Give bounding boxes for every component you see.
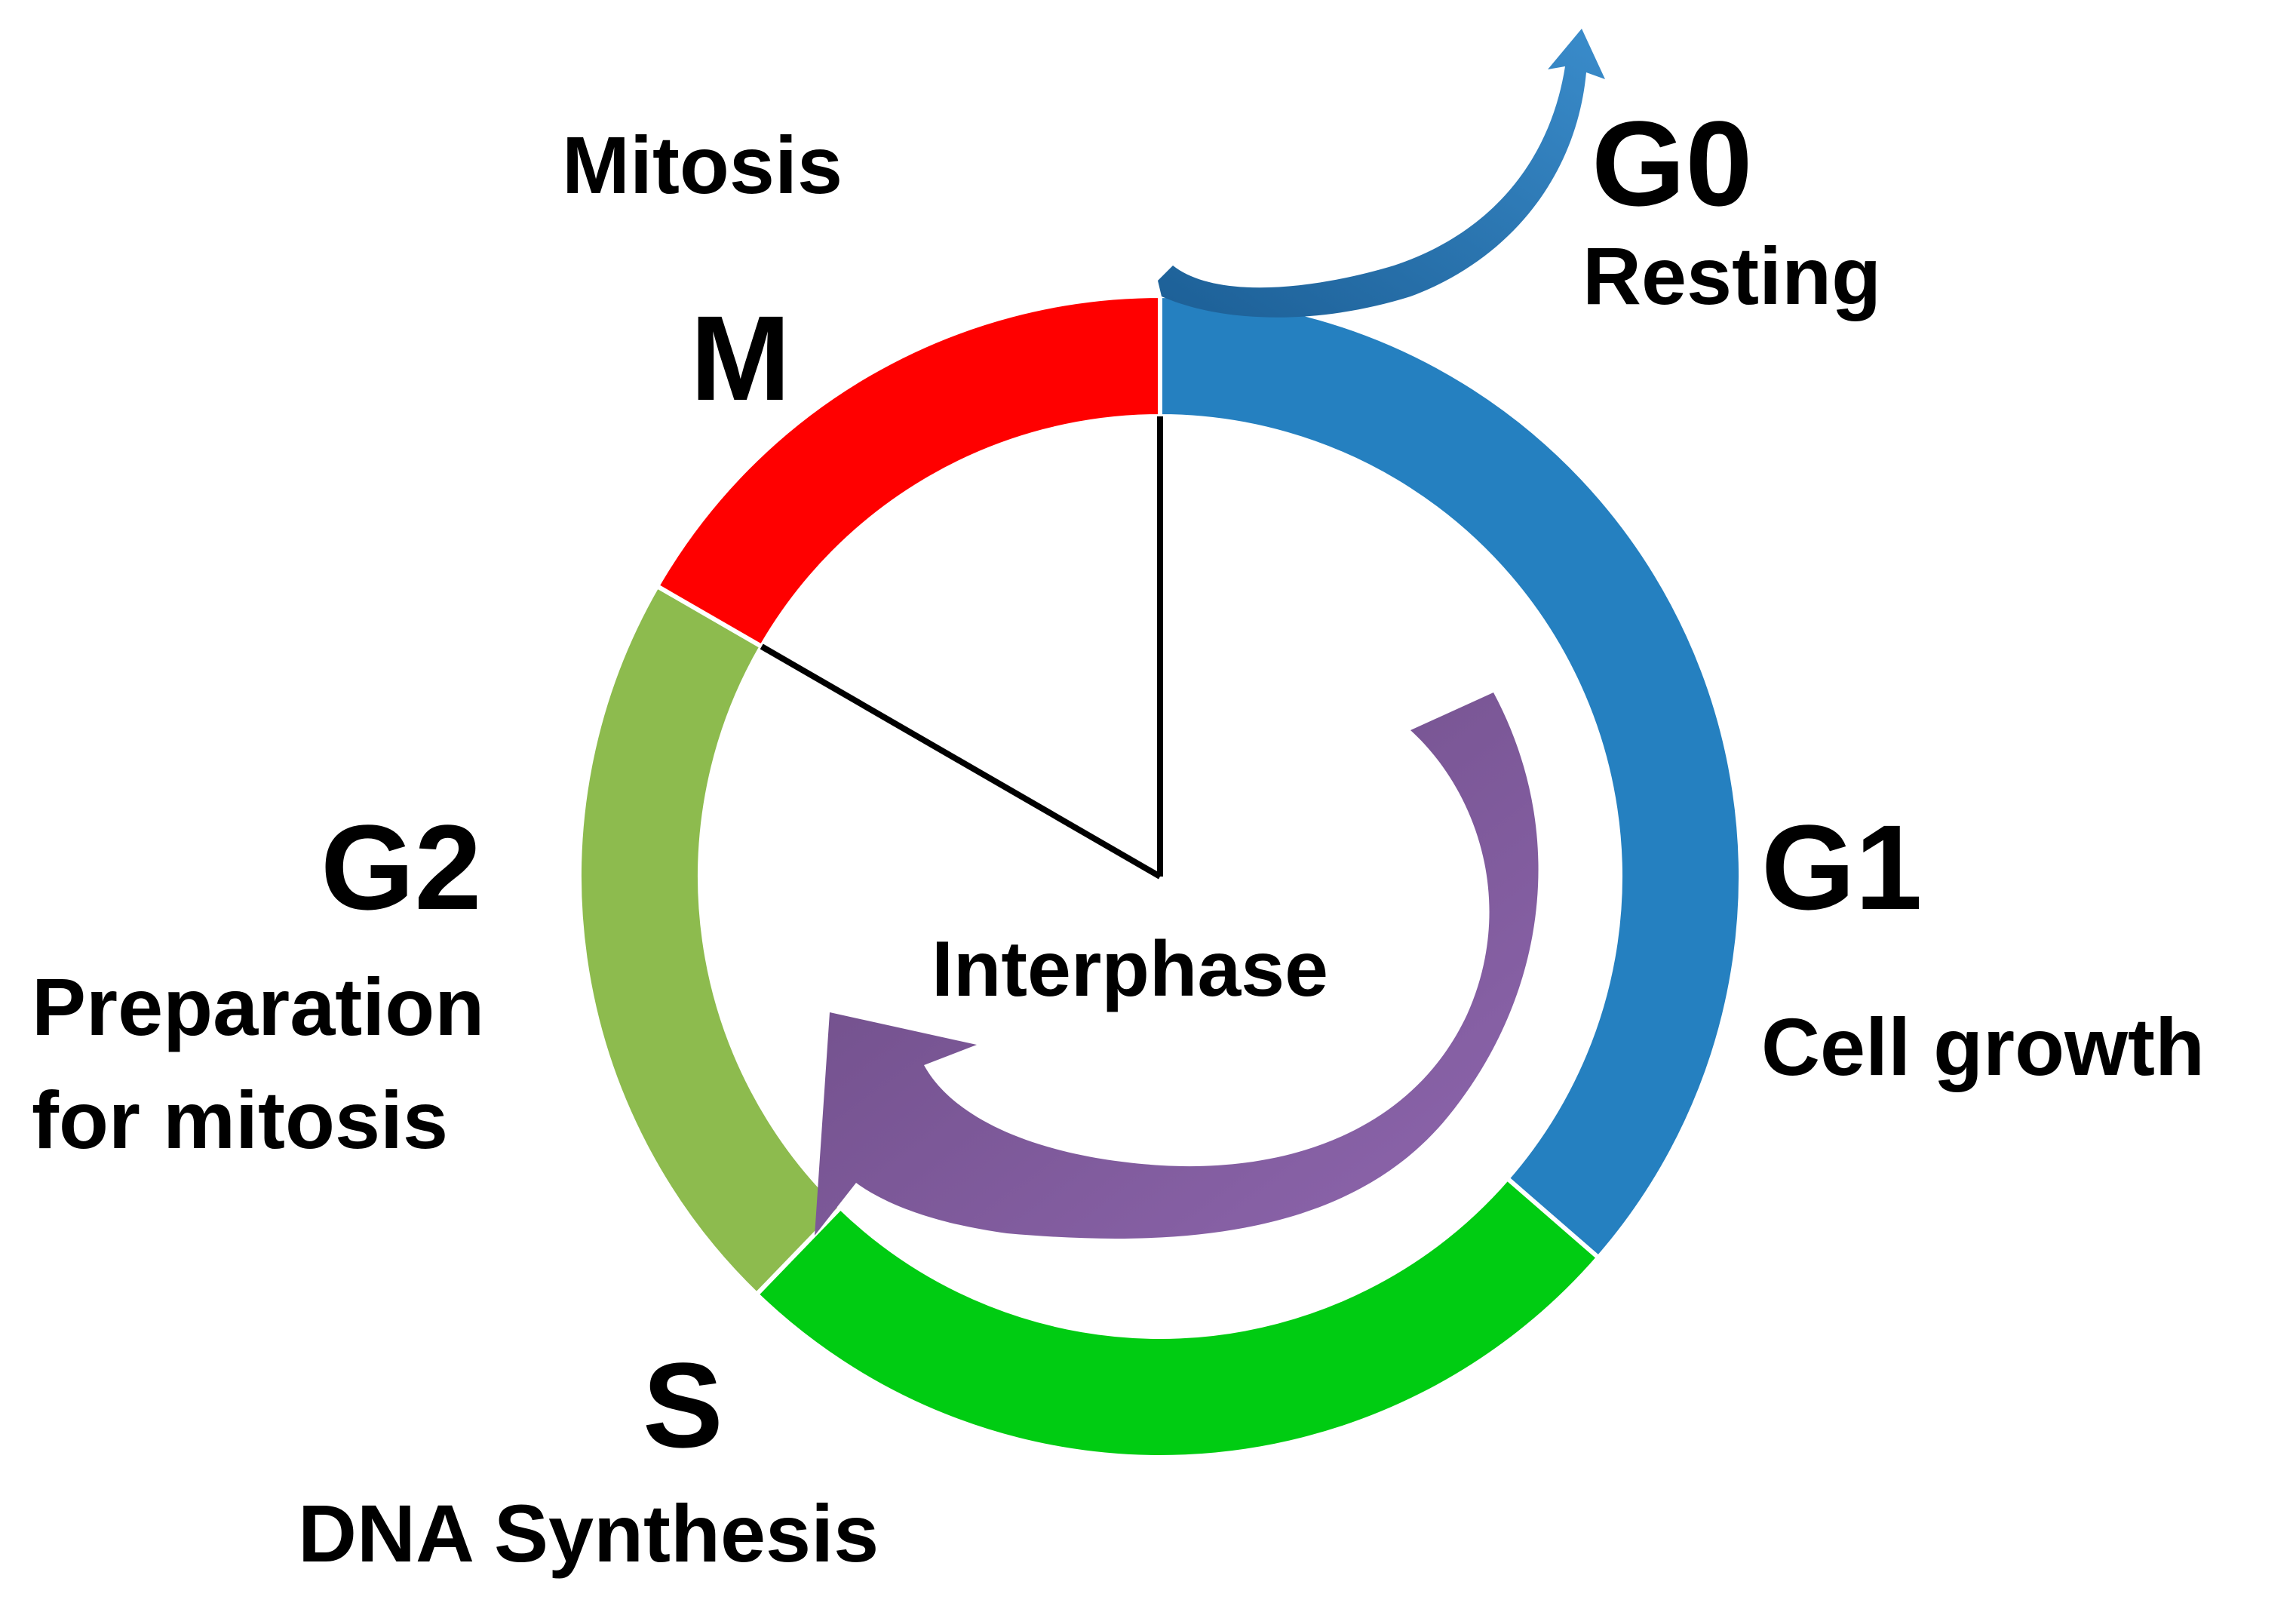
- g0-description: Resting: [1582, 230, 1881, 321]
- g2-segment: [577, 582, 844, 1298]
- interphase-label: Interphase: [932, 926, 1328, 1013]
- cell-cycle-ring: [577, 293, 1744, 1460]
- g1-description: Cell growth: [1761, 1001, 2205, 1092]
- g2-phase-label: G2: [321, 800, 481, 935]
- g2-description-line-2: for mitosis: [32, 1074, 448, 1165]
- g0-phase-label: G0: [1592, 96, 1752, 231]
- interphase-arrow: [815, 692, 1539, 1239]
- g2-description-line-1: Preparation: [32, 961, 484, 1052]
- s-phase-label: S: [643, 1337, 723, 1472]
- wedge-line-diagonal: [760, 643, 1162, 880]
- mitosis-wedge-lines: [760, 416, 1163, 880]
- s-segment: [753, 1175, 1602, 1460]
- g0-arrow: [1158, 29, 1605, 318]
- m-phase-label: M: [690, 290, 790, 425]
- g1-segment: [1158, 293, 1744, 1261]
- g1-phase-label: G1: [1761, 800, 1922, 935]
- m-segment: [654, 293, 1162, 650]
- s-description: DNA Synthesis: [298, 1488, 879, 1579]
- mitosis-caption: Mitosis: [562, 119, 843, 210]
